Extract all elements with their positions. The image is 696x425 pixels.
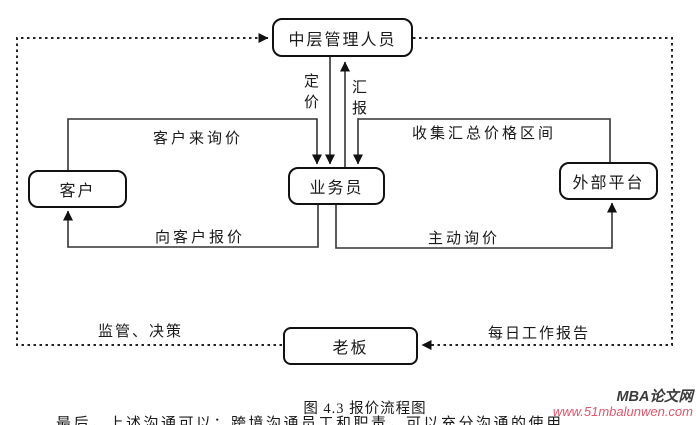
edge-label-collect-price: 收集汇总价格区间 <box>412 126 557 142</box>
edge-label-pricing: 定价 <box>302 73 318 115</box>
node-external-platform: 外部平台 <box>559 162 658 200</box>
edge-daily-report-line <box>413 37 673 350</box>
node-external-platform-label: 外部平台 <box>572 175 645 192</box>
node-customer: 客户 <box>28 170 127 208</box>
body-text-partial: 最后，上述沟通可以：跨境沟通员工和职责，可以充分沟通的使用 <box>56 416 564 425</box>
edge-quote-to-customer-line <box>63 205 319 248</box>
node-customer-label: 客户 <box>59 183 96 200</box>
node-boss-label: 老板 <box>332 340 369 357</box>
node-salesperson: 业务员 <box>288 167 385 205</box>
edge-customer-inquiry-line <box>67 118 322 170</box>
edge-label-quote-to-customer: 向客户报价 <box>155 230 246 246</box>
edge-collect-price-line <box>353 118 611 165</box>
figure-caption: 图 4.3 报价流程图 <box>303 401 427 417</box>
edge-label-supervise: 监管、决策 <box>98 324 184 340</box>
edge-label-daily-report: 每日工作报告 <box>488 326 591 342</box>
watermark: MBA论文网 www.51mbalunwen.com <box>552 389 693 420</box>
edge-supervise-line <box>16 33 282 346</box>
edge-label-customer-inquiry: 客户来询价 <box>153 131 244 147</box>
watermark-url: www.51mbalunwen.com <box>552 404 693 420</box>
node-middle-manager: 中层管理人员 <box>272 18 413 57</box>
node-boss: 老板 <box>283 327 418 365</box>
watermark-brand: MBA论文网 <box>616 389 693 405</box>
node-salesperson-label: 业务员 <box>309 180 364 197</box>
edge-proactive-inquiry-line <box>335 202 617 249</box>
node-middle-manager-label: 中层管理人员 <box>288 31 397 49</box>
edge-label-proactive-inquiry: 主动询价 <box>428 231 501 247</box>
edge-label-report: 汇报 <box>350 79 366 121</box>
